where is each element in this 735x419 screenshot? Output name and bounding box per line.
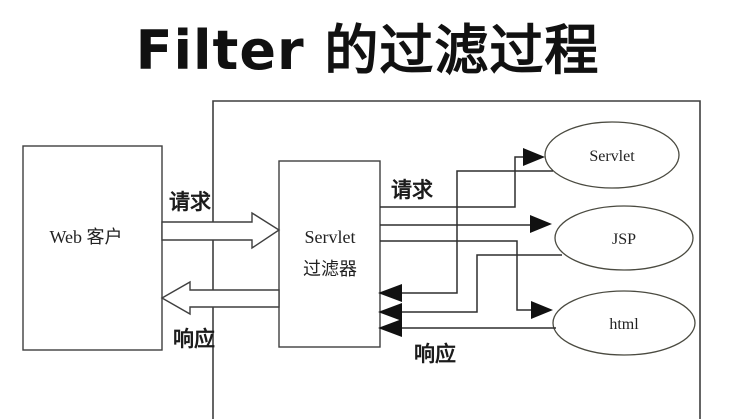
html-ellipse-label: html	[609, 316, 639, 333]
html-ellipse	[552, 290, 696, 356]
request-line-to-html	[380, 240, 532, 311]
jsp-ellipse-label: JSP	[612, 231, 636, 248]
response-label-right: 响应	[414, 342, 456, 366]
request-line-to-servlet	[380, 156, 524, 208]
page-title: Filter 的过滤过程	[135, 19, 600, 82]
container-box	[212, 100, 701, 419]
response-arrowhead-html	[378, 319, 402, 337]
servlet-filter-label-line2: 过滤器	[303, 259, 357, 279]
request-block-arrow	[161, 211, 281, 250]
servlet-ellipse	[544, 121, 680, 189]
servlet-filter-box	[278, 160, 381, 348]
response-label-left: 响应	[173, 327, 215, 351]
web-client-box	[22, 145, 163, 351]
request-label-left: 请求	[169, 190, 211, 214]
request-arrowhead-html	[531, 301, 553, 319]
response-block-arrow	[160, 280, 280, 316]
request-arrowhead-servlet	[523, 148, 545, 166]
response-arrowhead-servlet	[378, 284, 402, 302]
response-line-from-jsp	[401, 254, 562, 313]
jsp-ellipse	[554, 205, 694, 271]
response-arrowhead-jsp	[378, 303, 402, 321]
request-arrowhead-jsp	[530, 215, 552, 233]
servlet-ellipse-label: Servlet	[589, 148, 635, 165]
servlet-filter-label-line1: Servlet	[305, 227, 356, 247]
request-label-right: 请求	[391, 178, 433, 202]
web-client-label: Web 客户	[49, 227, 122, 247]
response-line-from-servlet	[401, 170, 553, 294]
